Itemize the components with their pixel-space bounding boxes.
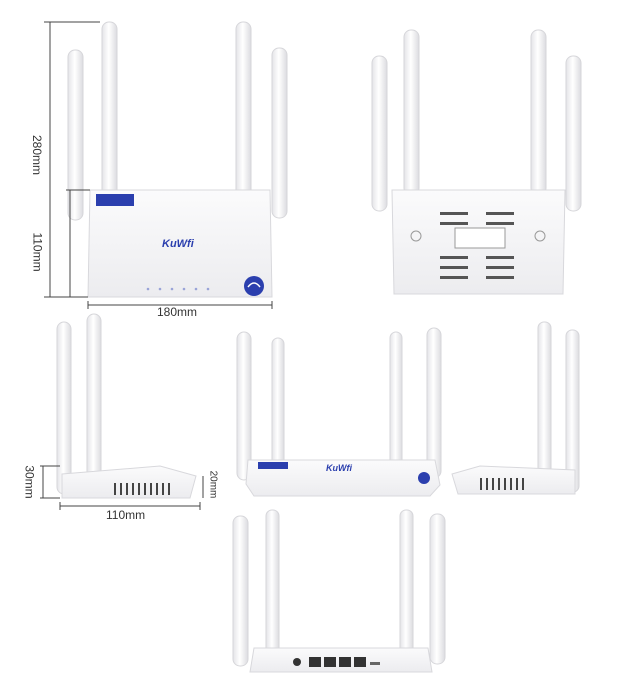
power-port-icon	[293, 658, 301, 666]
router-front-angled-view	[236, 327, 442, 497]
dimension-label-height-total: 280mm	[30, 134, 45, 176]
dimension-label-width-front: 180mm	[157, 305, 198, 319]
router-front-view	[67, 21, 288, 298]
reset-button-icon	[370, 662, 380, 665]
brand-logo-angled: KuWfi	[326, 463, 352, 473]
vent-slots	[440, 212, 514, 279]
router-rear-ports-view	[232, 509, 446, 673]
ethernet-ports	[309, 657, 366, 667]
dimension-label-height-side-back: 20mm	[207, 470, 219, 499]
router-side-view-left	[56, 313, 197, 499]
dimension-label-depth-side: 110mm	[106, 508, 146, 522]
brand-logo-front: KuWfi	[162, 238, 194, 250]
router-side-view-right	[451, 321, 580, 495]
led-indicator-row	[146, 287, 210, 291]
dimension-guides-front	[44, 21, 273, 309]
dimension-label-height-body: 110mm	[30, 232, 45, 272]
dimension-guides-side	[40, 465, 204, 510]
router-back-view	[371, 29, 582, 295]
dimension-label-height-side: 30mm	[22, 465, 37, 499]
wifi-badge-icon	[96, 194, 134, 206]
product-label	[454, 227, 506, 249]
wifi-logo-icon	[244, 276, 264, 296]
